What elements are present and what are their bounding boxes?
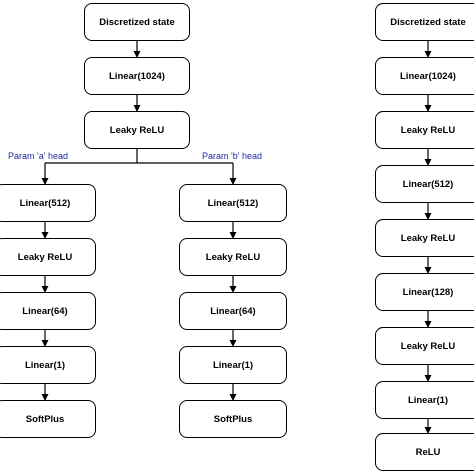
right-node-leaky-relu-1: Leaky ReLU (375, 111, 474, 149)
trunk-node-leaky-relu: Leaky ReLU (84, 111, 190, 149)
head-a-node-linear-512: Linear(512) (0, 184, 96, 222)
head-a-node-linear-1: Linear(1) (0, 346, 96, 384)
right-node-linear-1024: Linear(1024) (375, 57, 474, 95)
right-node-leaky-relu-2: Leaky ReLU (375, 219, 474, 257)
trunk-node-discretized-state: Discretized state (84, 3, 190, 41)
right-node-discretized-state: Discretized state (375, 3, 474, 41)
head-b-node-linear-1: Linear(1) (179, 346, 287, 384)
head-b-node-linear-512: Linear(512) (179, 184, 287, 222)
param-a-head-label: Param 'a' head (8, 151, 68, 161)
head-a-node-softplus: SoftPlus (0, 400, 96, 438)
head-b-node-softplus: SoftPlus (179, 400, 287, 438)
head-b-node-linear-64: Linear(64) (179, 292, 287, 330)
head-a-node-leaky-relu: Leaky ReLU (0, 238, 96, 276)
right-node-linear-128: Linear(128) (375, 273, 474, 311)
head-a-node-linear-64: Linear(64) (0, 292, 96, 330)
param-b-head-label: Param 'b' head (202, 151, 262, 161)
trunk-node-linear-1024: Linear(1024) (84, 57, 190, 95)
right-node-leaky-relu-3: Leaky ReLU (375, 327, 474, 365)
head-b-node-leaky-relu: Leaky ReLU (179, 238, 287, 276)
right-node-linear-512: Linear(512) (375, 165, 474, 203)
right-node-linear-1: Linear(1) (375, 381, 474, 419)
right-node-relu: ReLU (375, 433, 474, 471)
